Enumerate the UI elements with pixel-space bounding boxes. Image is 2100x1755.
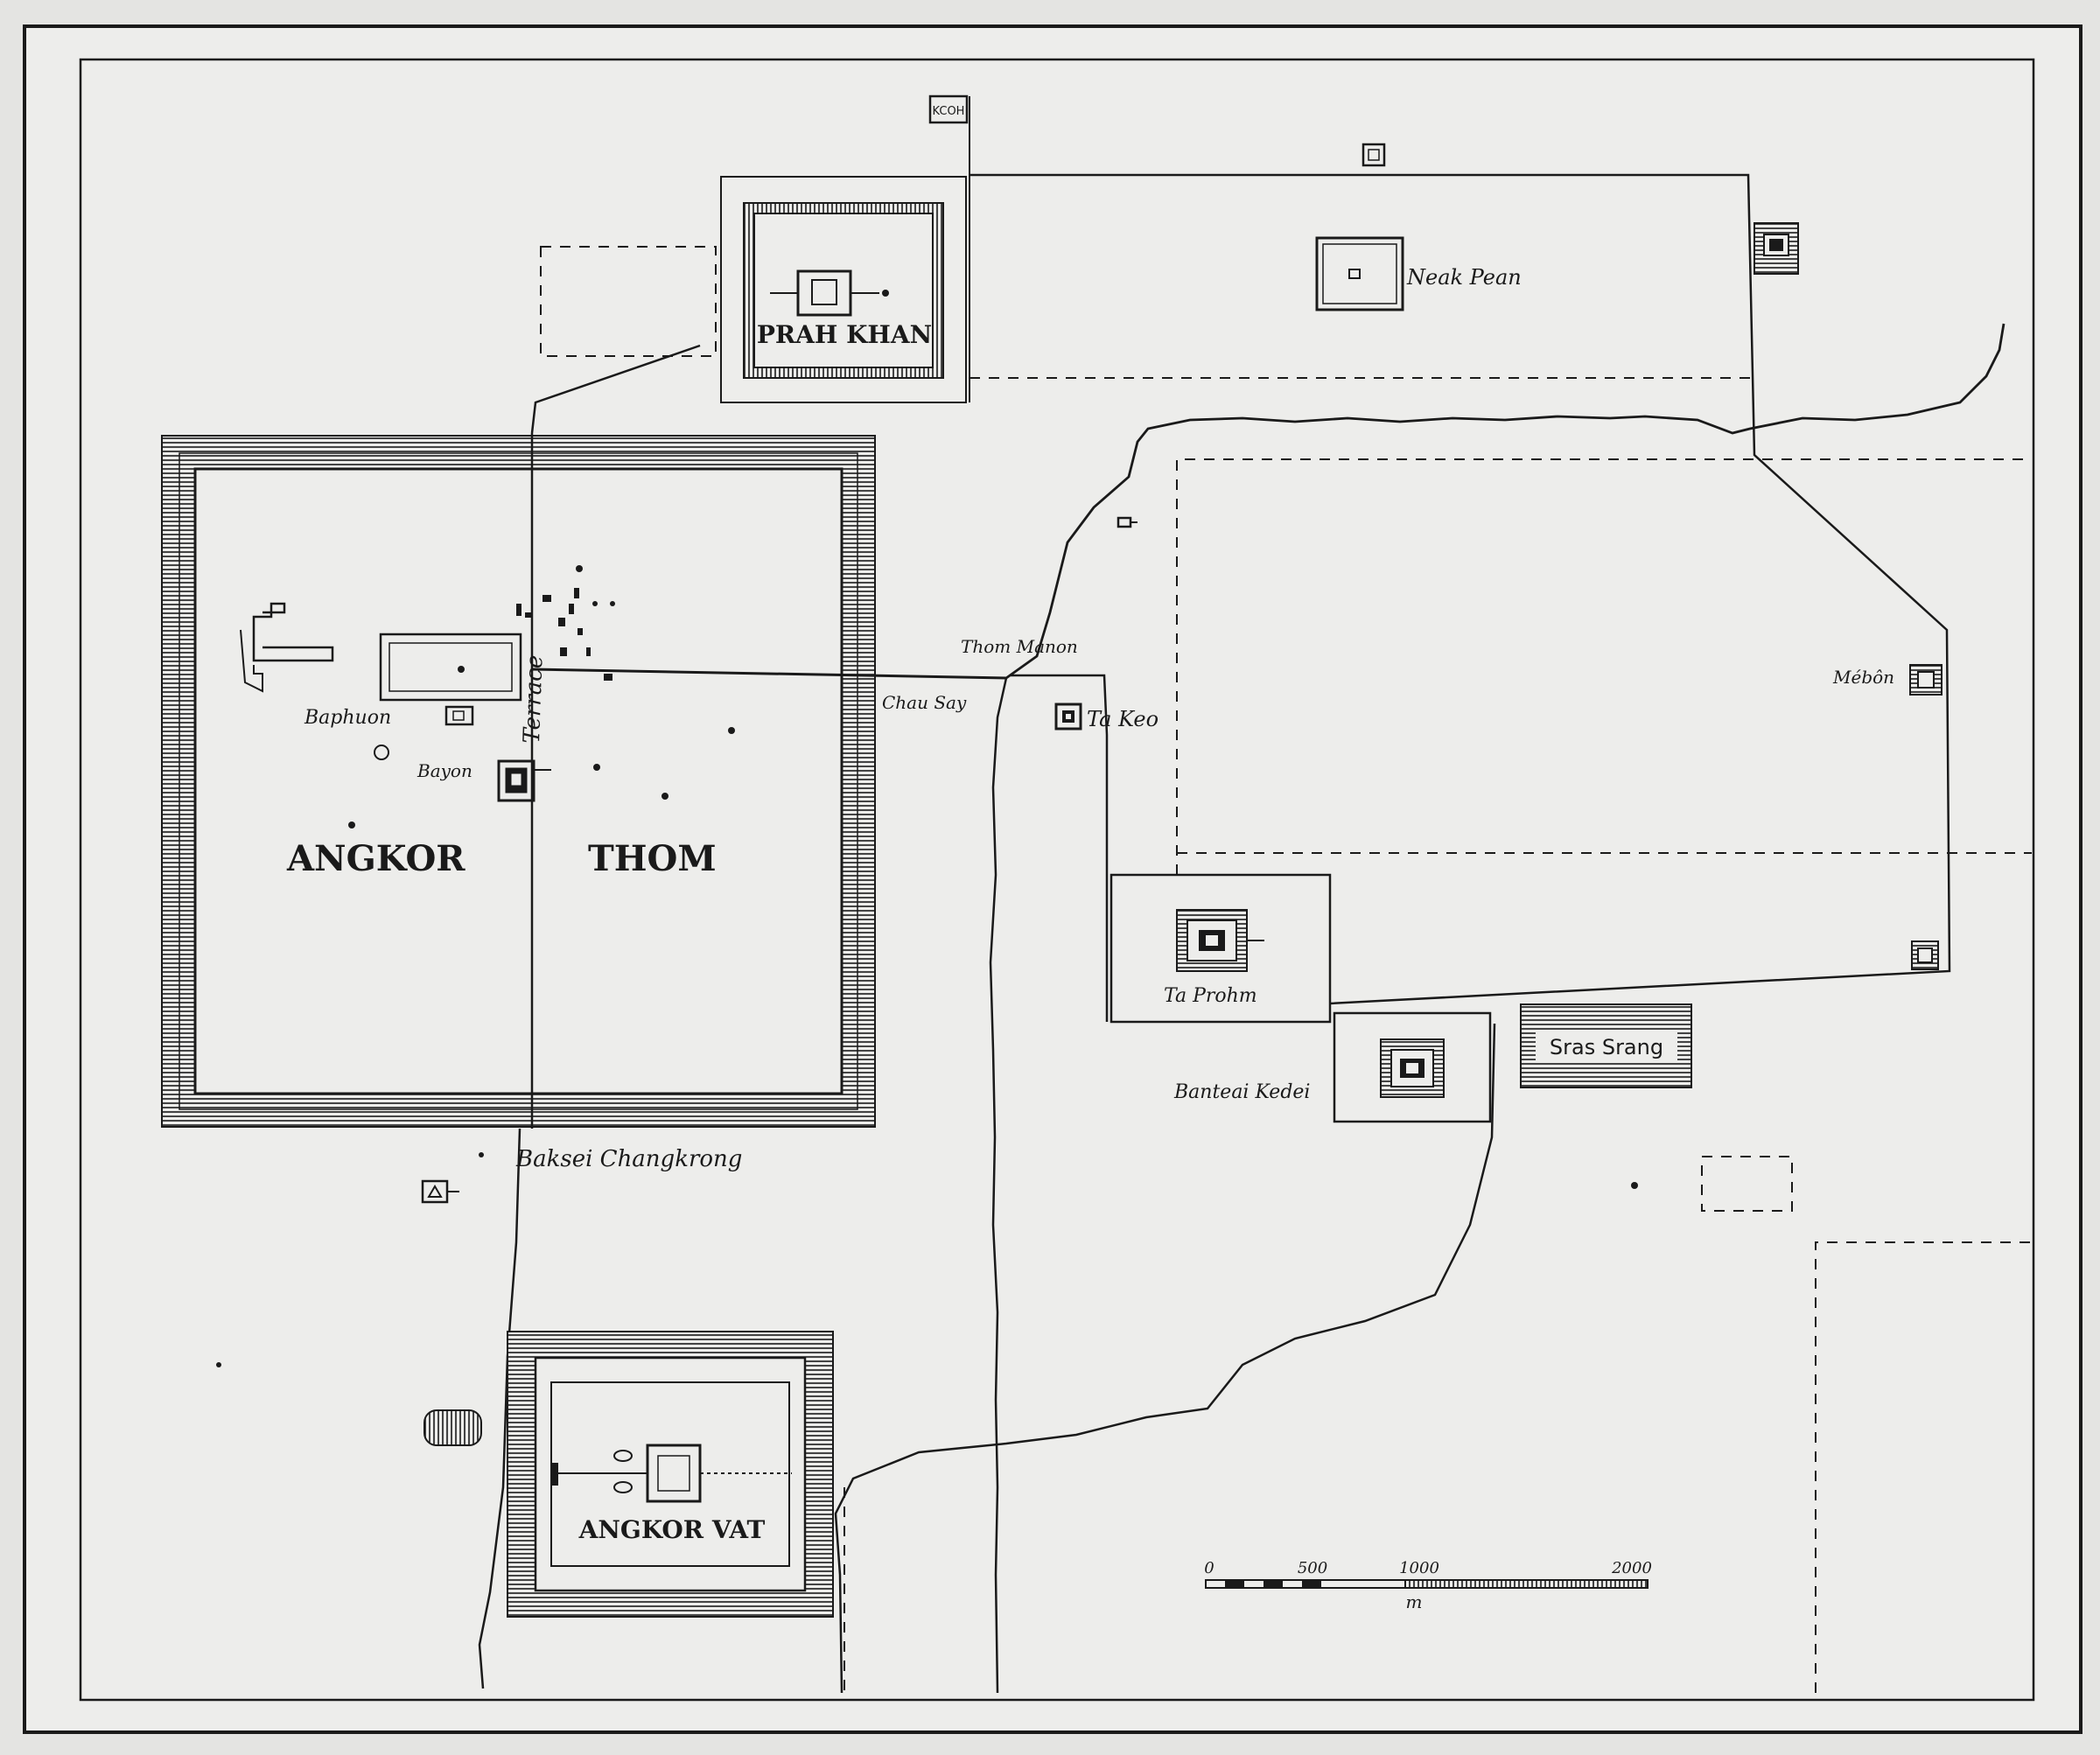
inner-frame <box>79 58 2035 1702</box>
neak-pean: Neak Pean <box>1315 236 1522 311</box>
angkor-vat: ANGKOR VAT <box>507 1331 834 1618</box>
angkor-label: ANGKOR <box>286 838 466 879</box>
thom-manon-label: Thom Manon <box>961 636 1078 657</box>
prah-khan-label: PRAH KHAN <box>757 320 932 349</box>
scale-unit: m <box>1406 1591 1423 1612</box>
north-gate-marker: KCOH <box>928 94 969 124</box>
scale-tick-500: 500 <box>1298 1559 1327 1577</box>
ta-keo: Ta Keo <box>1054 703 1158 731</box>
prah-khan: PRAH KHAN <box>720 176 967 403</box>
banteai-kedei: Banteai Kedei <box>1173 1011 1492 1123</box>
ta-prohm-label: Ta Prohm <box>1164 985 1257 1007</box>
sras-srang-label: Sras Srang <box>1550 1035 1663 1059</box>
neak-pean-label: Neak Pean <box>1406 265 1522 290</box>
banteai-kedei-label: Banteai Kedei <box>1173 1081 1310 1103</box>
scattered-ruins <box>216 565 1638 1367</box>
terrace-label: Terrace <box>519 654 549 744</box>
chau-say-label: Chau Say <box>882 692 967 713</box>
east-mebon: Mébôn <box>1832 664 1942 696</box>
baphuon-label: Baphuon <box>304 707 391 729</box>
royal-palace-area <box>240 602 551 802</box>
scale-tick-2000: 2000 <box>1611 1559 1652 1577</box>
angkor-vat-label: ANGKOR VAT <box>578 1515 766 1544</box>
scale-tick-0: 0 <box>1204 1559 1214 1577</box>
outer-frame <box>23 24 2082 1734</box>
mebon-label: Mébôn <box>1832 667 1894 688</box>
bayon-label: Bayon <box>416 760 472 781</box>
west-pond <box>424 1409 482 1446</box>
scale-tick-1000: 1000 <box>1399 1559 1439 1577</box>
scale-bar: 0 500 1000 2000 m <box>1204 1559 1652 1612</box>
se-corner-shrine <box>1911 940 1939 970</box>
north-gate-text: KCOH <box>933 105 965 118</box>
angkor-thom-enclosure <box>161 435 876 1128</box>
small-shrine-center <box>1116 516 1132 528</box>
ne-shrine <box>1754 222 1799 275</box>
sras-srang: Sras Srang <box>1520 1003 1692 1088</box>
phnom-bakheng <box>421 1179 459 1204</box>
baksei-changkrong-label: Baksei Changkrong <box>515 1146 742 1172</box>
ta-prohm: Ta Prohm <box>1110 873 1332 1024</box>
ta-keo-label: Ta Keo <box>1087 707 1158 731</box>
thom-label: THOM <box>588 838 717 879</box>
small-shrine-north <box>1362 143 1386 167</box>
